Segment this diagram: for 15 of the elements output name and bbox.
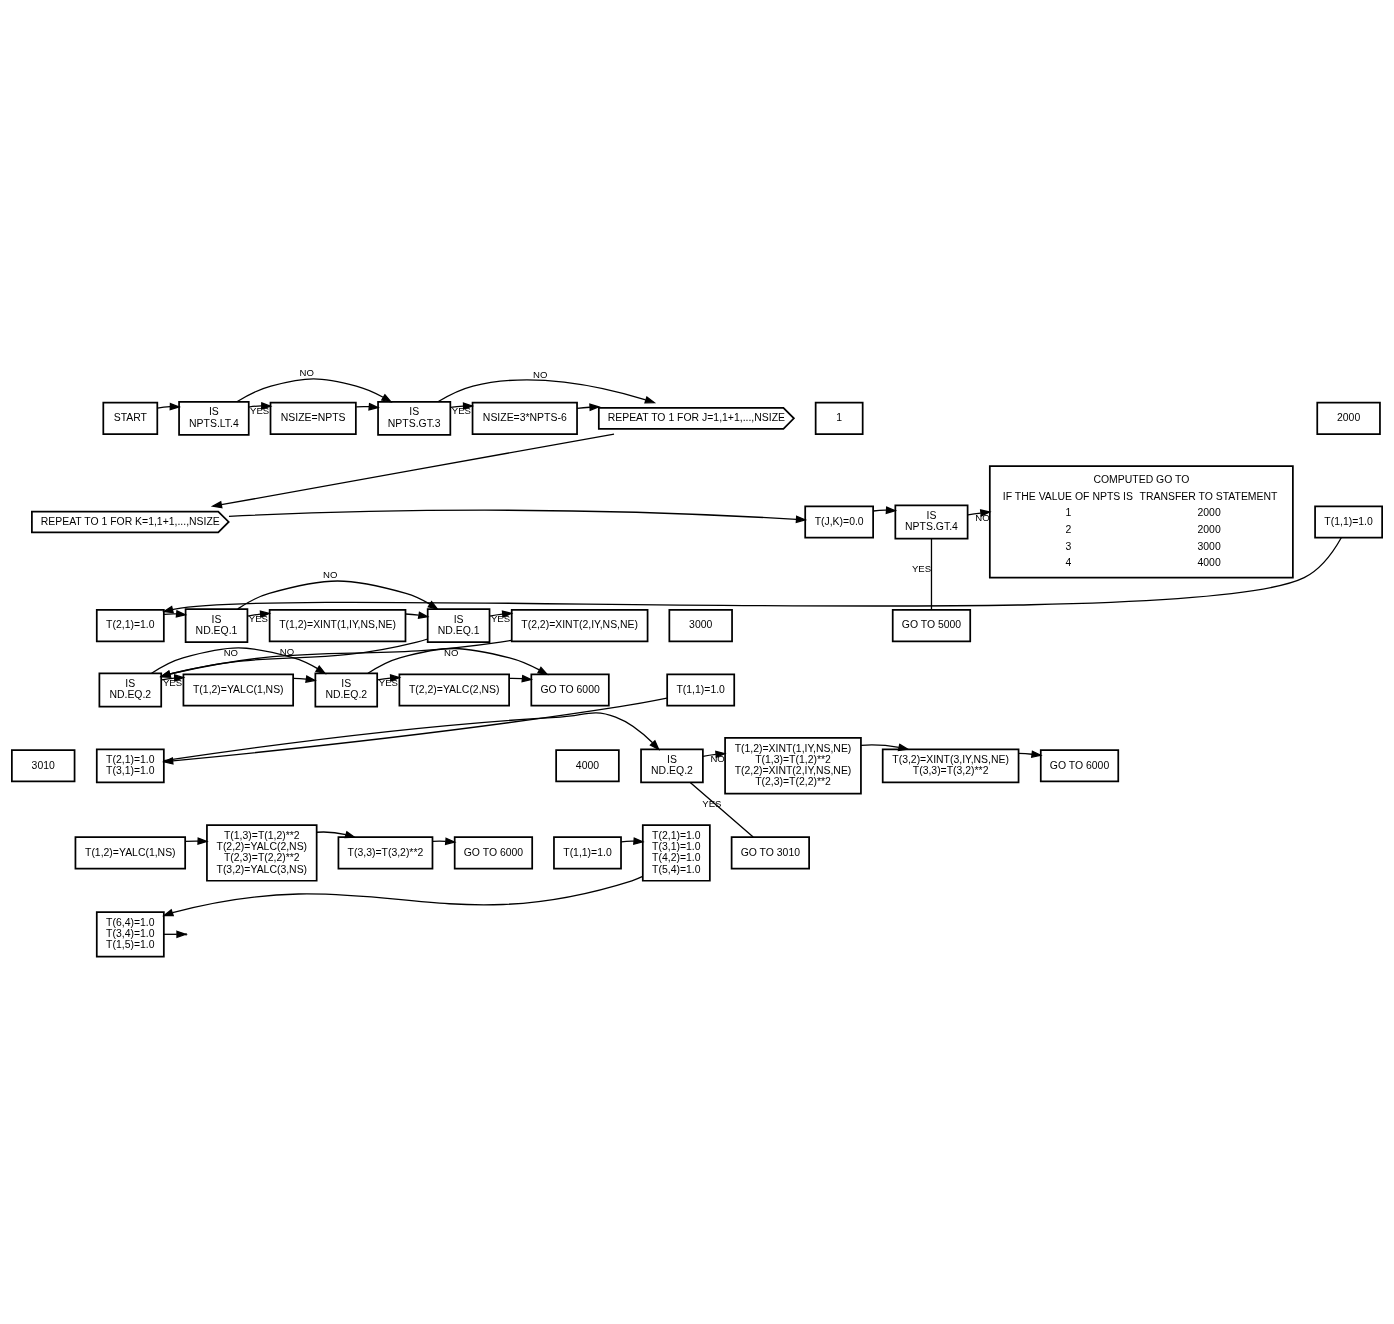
edge-label: NO [223, 645, 239, 657]
edge-label: NO [299, 366, 314, 378]
edge-label: NO [533, 368, 548, 380]
edge-label: YES [248, 612, 268, 624]
edge-label: YES [490, 612, 511, 624]
edge-label: YES [250, 404, 270, 416]
edge-label: NO [975, 511, 990, 523]
edge-label: NO [322, 568, 338, 580]
edge-label: NO [444, 646, 459, 658]
edge-label: NO [710, 752, 725, 764]
edge-label: YES [911, 562, 932, 574]
edge-label: YES [378, 676, 399, 688]
edge-label: NO [279, 645, 295, 657]
edge-label: YES [451, 404, 471, 416]
edge-label: YES [162, 676, 183, 688]
